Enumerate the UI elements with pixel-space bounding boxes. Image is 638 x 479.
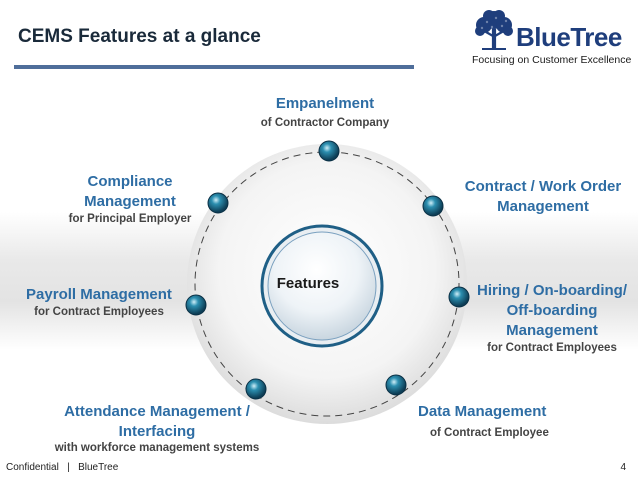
- footer-confidential: Confidential | BlueTree: [6, 462, 119, 473]
- feature-contract-title: Contract / Work Order Management: [464, 178, 622, 215]
- feature-data-title: Data Management: [418, 403, 547, 420]
- tree-logo-icon: [475, 10, 513, 50]
- feature-attendance-title: Attendance Management / Interfacing: [64, 403, 250, 440]
- feature-nodes: [185, 140, 470, 400]
- orbit-ring: [194, 151, 460, 417]
- feature-empanelment-title: Empanelment: [275, 95, 375, 112]
- node-payroll[interactable]: [185, 294, 207, 316]
- brand-tagline: Focusing on Customer Excellence: [472, 54, 632, 66]
- node-contract[interactable]: [422, 195, 444, 217]
- hub-disc: [267, 231, 377, 341]
- feature-hiring-subtitle: for Contract Employees: [487, 342, 617, 354]
- feature-empanelment-subtitle: of Contractor Company: [260, 117, 390, 129]
- page-title: CEMS Features at a glance: [18, 26, 261, 47]
- node-hiring[interactable]: [448, 286, 470, 308]
- feature-hiring-title: Hiring / On-boarding/ Off-boarding Manag…: [477, 282, 627, 339]
- node-compliance[interactable]: [207, 192, 229, 214]
- brand-name: BlueTree: [516, 22, 622, 52]
- node-attendance[interactable]: [245, 378, 267, 400]
- feature-payroll-title: Payroll Management: [26, 286, 172, 303]
- feature-compliance-subtitle: for Principal Employer: [68, 213, 192, 225]
- feature-compliance-title: Compliance Management: [84, 173, 176, 210]
- hub-label: Features: [276, 275, 340, 292]
- title-underline: [14, 65, 414, 69]
- node-data[interactable]: [385, 374, 407, 396]
- feature-data-subtitle: of Contract Employee: [430, 427, 549, 439]
- feature-attendance-subtitle: with workforce management systems: [54, 442, 260, 454]
- page-number: 4: [620, 462, 626, 473]
- node-empanelment[interactable]: [318, 140, 340, 162]
- feature-payroll-subtitle: for Contract Employees: [34, 306, 164, 318]
